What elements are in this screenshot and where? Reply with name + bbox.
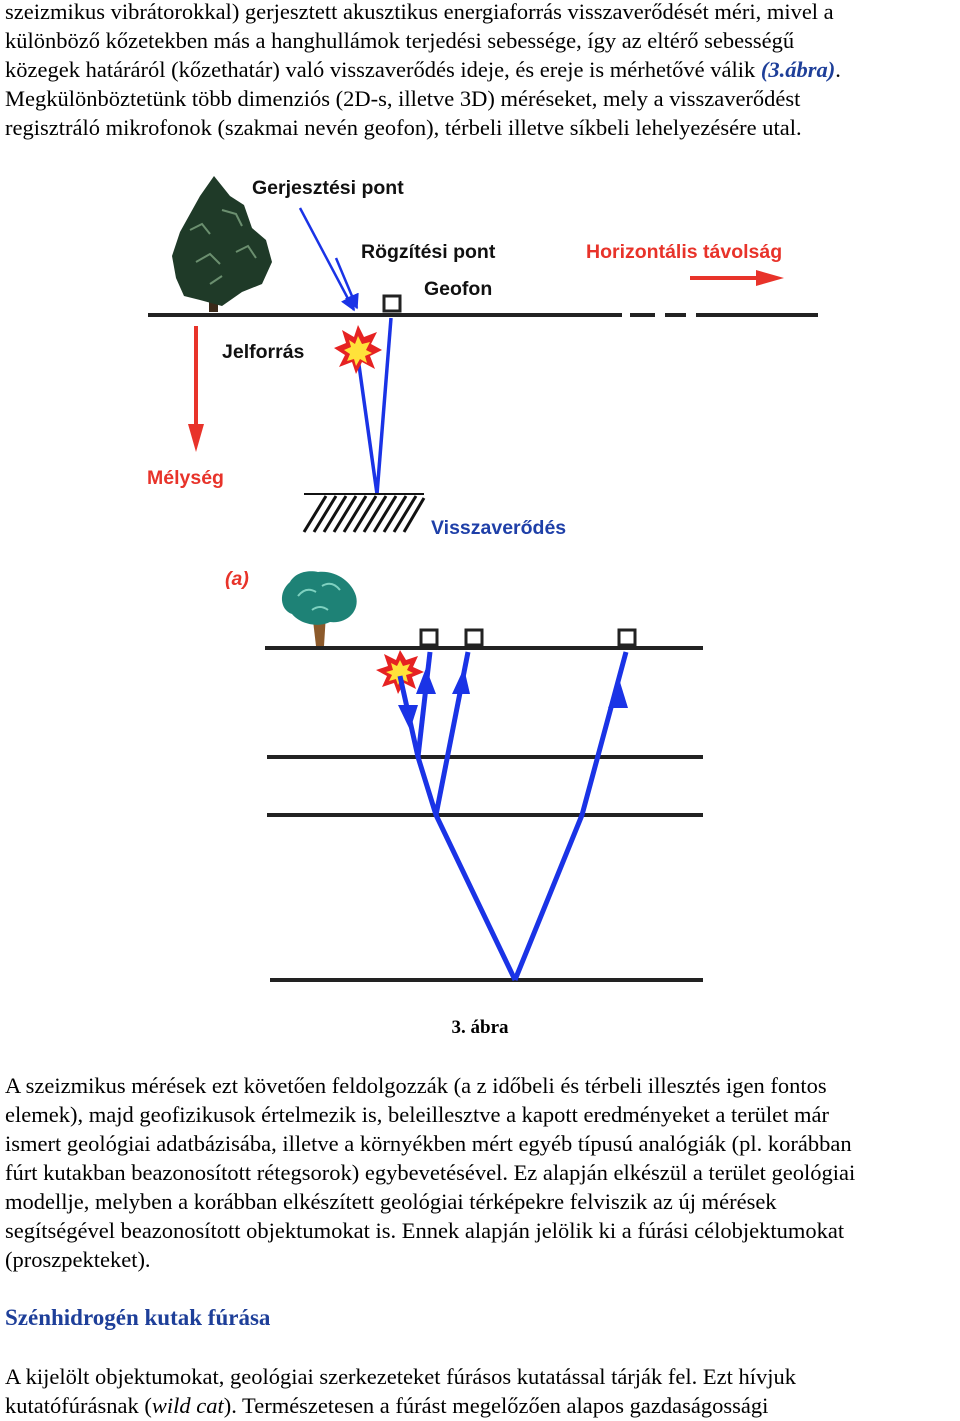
text-line: szeizmikus vibrátorokkal) gerjesztett ak… [5, 0, 834, 24]
tree-icon [281, 571, 357, 646]
text-line: A szeizmikus mérések ezt követően feldol… [5, 1073, 827, 1098]
text-fragment: . [835, 57, 841, 82]
emphasis-text: wild cat [151, 1393, 224, 1418]
reflector-hatch-icon [302, 493, 426, 533]
depth-arrow [188, 326, 204, 452]
explosion-star-icon [334, 325, 382, 374]
text-line: elemek), majd geofizikusok értelmezik is… [5, 1102, 830, 1127]
text-fragment: kutatófúrásnak ( [5, 1393, 152, 1418]
figure-caption: 3. ábra [451, 1017, 509, 1038]
text-line: modellje, melyben a korábban elkészített… [5, 1189, 777, 1214]
drilling-paragraph: A kijelölt objektumokat, geológiai szerk… [5, 1362, 957, 1420]
label-geophone: Geofon [424, 278, 492, 300]
text-fragment: ). Természetesen a fúrást megelőzően ala… [223, 1393, 769, 1418]
text-fragment: közegek határáról (kőzethatár) való viss… [5, 57, 761, 82]
geophone-icon [382, 294, 402, 313]
text-line: különböző kőzetekben más a hanghullámok … [5, 28, 795, 53]
label-horizontal-distance: Horizontális távolság [586, 241, 782, 263]
text-line: fúrt kutakban beazonosított rétegsorok) … [5, 1160, 856, 1185]
strata-lines [265, 646, 703, 982]
text-line: (proszpekteket). [5, 1247, 151, 1272]
intro-paragraph: szeizmikus vibrátorokkal) gerjesztett ak… [5, 0, 957, 142]
label-reflection: Visszaverődés [431, 517, 566, 539]
explosion-star-icon [376, 650, 424, 694]
geophone-icon [464, 628, 484, 647]
panel-label: (a) [225, 568, 249, 590]
text-line: Megkülönböztetünk több dimenziós (2D-s, … [5, 86, 801, 111]
figure-reference-link[interactable]: (3.ábra) [760, 57, 836, 82]
ray-arrowheads [398, 668, 628, 730]
geophone-icon [617, 628, 637, 647]
geophone-icon [419, 628, 439, 647]
tree-icon [172, 176, 272, 312]
text-line: ismert geológiai adatbázisába, illetve a… [5, 1131, 852, 1156]
text-line: segítségével beazonosított objektumokat … [5, 1218, 845, 1243]
processing-paragraph: A szeizmikus mérések ezt követően feldol… [5, 1071, 957, 1274]
label-recording-point: Rögzítési pont [361, 241, 496, 263]
horizontal-distance-arrow [690, 270, 784, 286]
seismic-reflection-diagram: Gerjesztési pont Rögzítési pont Horizont… [147, 176, 818, 982]
label-excitation-point: Gerjesztési pont [252, 177, 404, 199]
text-line: A kijelölt objektumokat, geológiai szerk… [5, 1364, 797, 1389]
label-depth: Mélység [147, 467, 224, 489]
text-line: kutatófúrásnak (wild cat). Természetesen… [5, 1391, 957, 1420]
section-heading: Szénhidrogén kutak fúrása [5, 1305, 271, 1330]
text-line: közegek határáról (kőzethatár) való viss… [5, 55, 957, 84]
label-signal-source: Jelforrás [222, 341, 305, 363]
reflected-ray [334, 257, 393, 495]
text-line: regisztráló mikrofonok (szakmai nevén ge… [5, 115, 802, 140]
